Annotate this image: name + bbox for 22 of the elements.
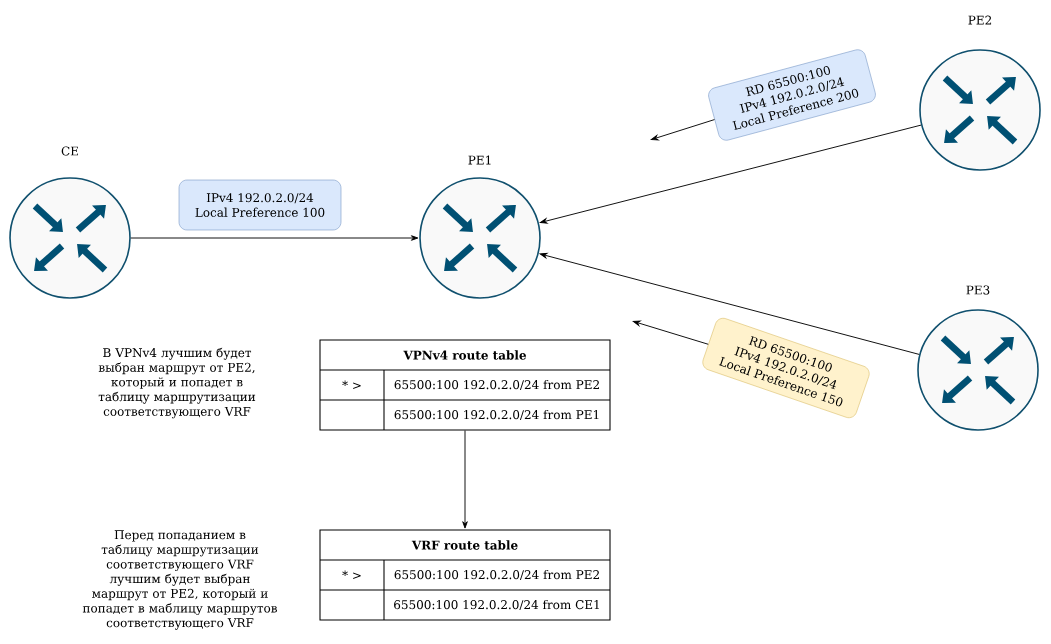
table-cell: 65500:100 192.0.2.0/24 from PE2: [394, 569, 599, 581]
info-box: [178, 179, 342, 231]
table-cell: * >: [342, 380, 361, 389]
arrow: [462, 430, 468, 529]
note-text: Перед попаданием в таблицу маршрутизации соответствующего VRF лучшим будет выбран маршрут от PE2, который и попадет в маблицу маршрутов соответствующего VRF: [82, 530, 277, 630]
arrow: [632, 320, 709, 345]
table-cell: 65500:100 192.0.2.0/24 from CE1: [394, 599, 599, 611]
box-text: IPv4 192.0.2.0/24 Local Preference 100: [195, 193, 325, 217]
arrow: [539, 124, 922, 224]
arrow: [650, 119, 715, 141]
table-cell: 65500:100 192.0.2.0/24 from PE2: [394, 379, 599, 391]
note-text: В VPNv4 лучшим будет выбран маршрут от PE2, который и попадет в таблицу маршрутизации соответствующего VRF: [98, 347, 256, 419]
table-cell: 65500:100 192.0.2.0/24 from PE1: [394, 409, 599, 421]
table-header: VPNv4 route table: [403, 350, 526, 360]
table-cell: * >: [342, 570, 361, 579]
table-header: VRF route table: [411, 540, 518, 550]
node-label: PE2: [968, 15, 992, 25]
arrow: [130, 235, 419, 241]
arrow: [539, 252, 920, 355]
node-label: PE3: [966, 285, 990, 295]
node-label: PE1: [468, 155, 491, 165]
node-label: CE: [61, 146, 78, 156]
